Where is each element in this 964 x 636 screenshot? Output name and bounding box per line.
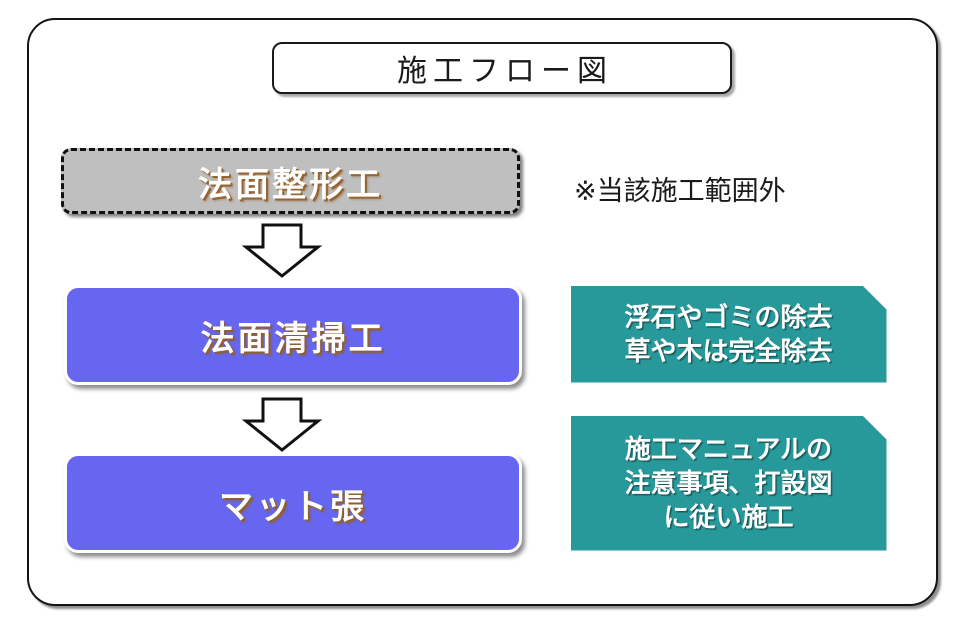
step-mat-laying-label: マット張 [219, 487, 367, 526]
callout-line: に従い施工 [663, 502, 794, 532]
diagram-title-box: 施工フロー図 [272, 42, 732, 94]
down-arrow-icon [242, 397, 322, 452]
callout-mat-laying-body: 施工マニュアルの 注意事項、打設図 に従い施工 [571, 416, 887, 551]
callout-mat-laying: 施工マニュアルの 注意事項、打設図 に従い施工 [568, 413, 889, 553]
step-slope-shaping-label: 法面整形工 [198, 165, 383, 204]
callout-line: 草や木は完全除去 [624, 336, 833, 366]
callout-line: 注意事項、打設図 [624, 468, 833, 498]
diagram-title: 施工フロー図 [397, 55, 613, 88]
callout-line: 施工マニュアルの [624, 434, 833, 464]
callout-slope-cleaning-body: 浮石やゴミの除去 草や木は完全除去 [571, 286, 887, 383]
step-slope-shaping: 法面整形工 [61, 148, 520, 214]
callout-line: 浮石やゴミの除去 [624, 302, 833, 332]
step-mat-laying: マット張 [64, 453, 522, 553]
step-slope-cleaning-label: 法面清掃工 [200, 319, 386, 358]
scope-note: ※当該施工範囲外 [574, 176, 786, 206]
step-slope-cleaning: 法面清掃工 [64, 285, 522, 385]
down-arrow-icon [242, 223, 322, 278]
callout-slope-cleaning: 浮石やゴミの除去 草や木は完全除去 [568, 283, 889, 385]
